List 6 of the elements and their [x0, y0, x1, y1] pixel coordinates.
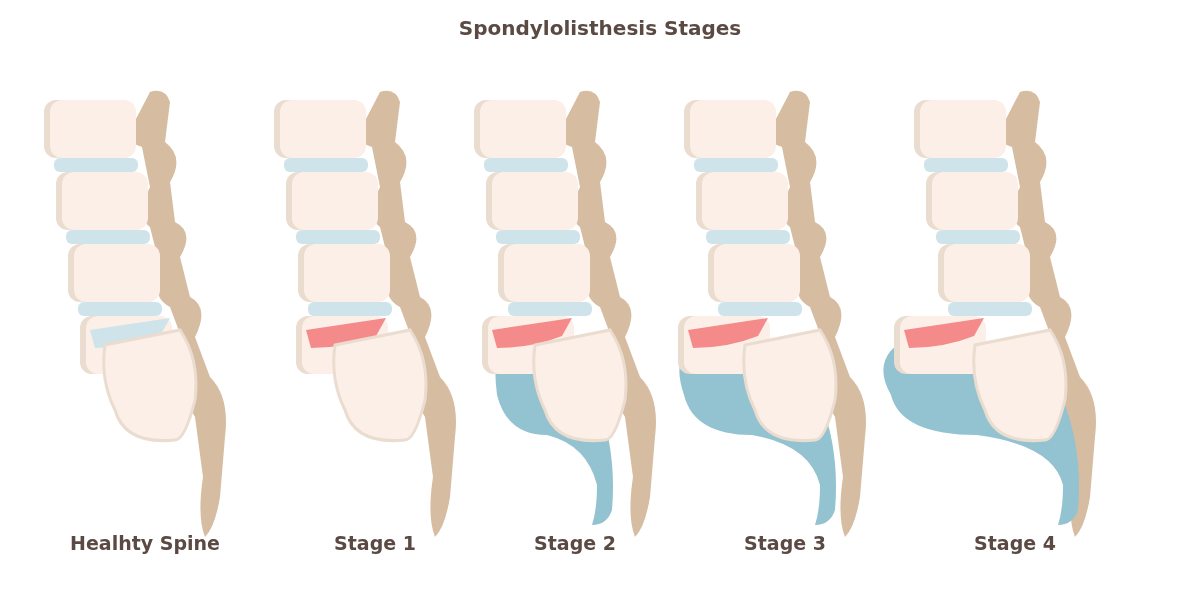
- diagram-title: Spondylolisthesis Stages: [457, 16, 743, 40]
- stage-label: Stage 3: [744, 532, 826, 554]
- stage-label: Stage 2: [534, 532, 616, 554]
- stage-label: Healhty Spine: [70, 532, 220, 554]
- stage-label: Stage 4: [974, 532, 1056, 554]
- stage-label: Stage 1: [334, 532, 416, 554]
